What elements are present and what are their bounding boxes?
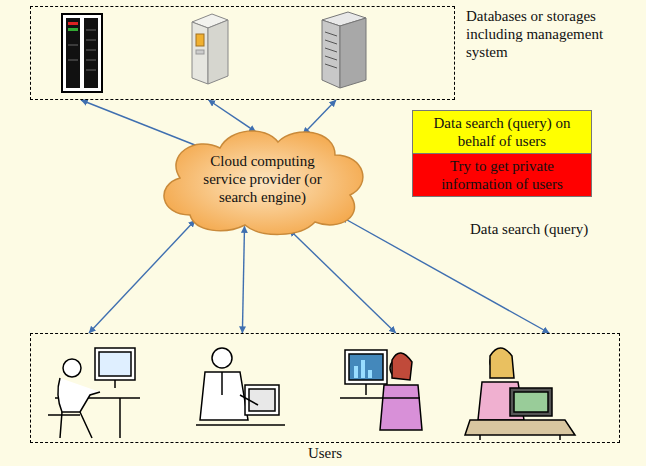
cloud-shape: Cloud computing service provider (or sea… (150, 120, 375, 238)
user-icon (340, 350, 422, 430)
group-heading: Databases or storages including manageme… (466, 7, 636, 61)
user-group: Users (30, 333, 620, 443)
data-flow-arrow (303, 100, 336, 134)
data-flow-arrow (209, 100, 256, 132)
user-icon (196, 348, 285, 425)
data-flow-arrow (81, 100, 206, 150)
threat-box: Try to get private information of users (412, 153, 592, 197)
node-text: Cloud computing service provider (or sea… (188, 152, 338, 206)
user-icon (465, 348, 575, 440)
data-flow-arrow (242, 226, 244, 333)
role-box: Data search (query) on behalf of users (412, 110, 592, 154)
user-icon (48, 348, 140, 438)
flow-label: Data search (query) (470, 220, 640, 238)
server-icon (322, 12, 366, 88)
node-text: Data search (query) on behalf of users (418, 114, 586, 150)
node-text: Try to get private information of users (418, 157, 586, 193)
server-icon (62, 14, 102, 92)
server-icon (192, 14, 228, 84)
data-flow-arrow (89, 220, 195, 333)
data-flow-arrow (290, 230, 396, 333)
storage-group: Databases or storages including manageme… (30, 6, 455, 100)
group-heading: Users (31, 444, 619, 462)
cloud-path (164, 131, 363, 234)
